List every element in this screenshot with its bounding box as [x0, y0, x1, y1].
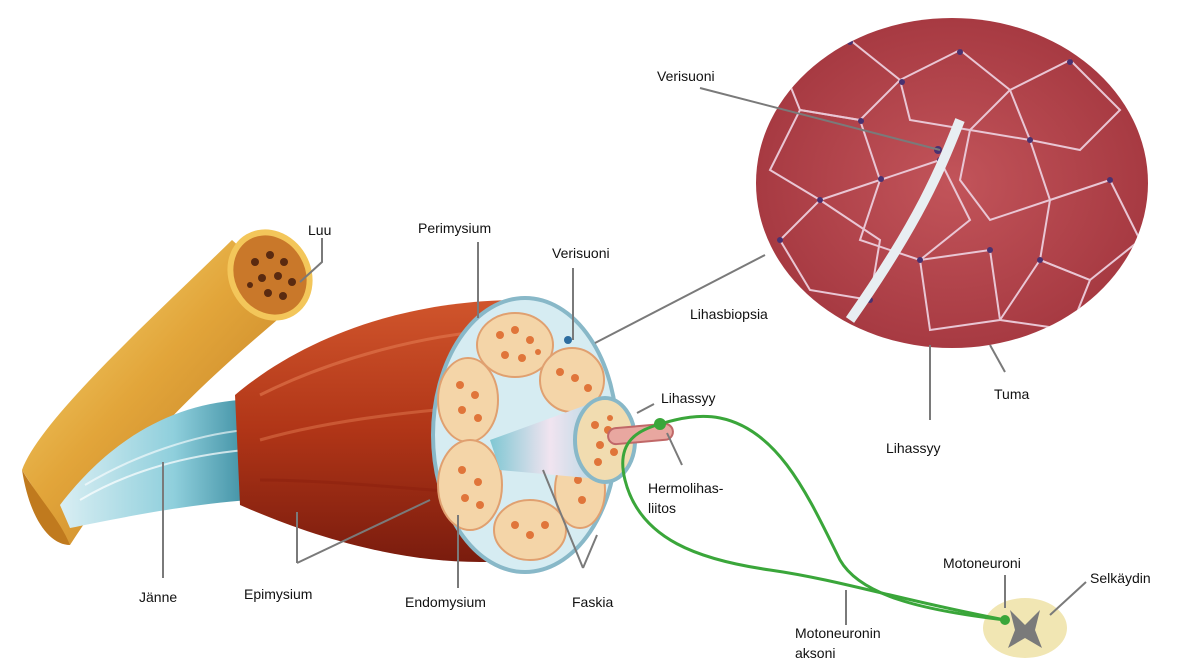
label-motoneuroni: Motoneuroni [943, 555, 1021, 572]
label-lihassyy-histo: Lihassyy [886, 440, 940, 457]
label-selkaydin: Selkäydin [1090, 570, 1151, 587]
label-epimysium: Epimysium [244, 586, 312, 603]
label-verisuoni-mid: Verisuoni [552, 245, 610, 262]
label-motoneuronin-line2: aksoni [795, 645, 835, 662]
label-faskia: Faskia [572, 594, 613, 611]
label-janne: Jänne [139, 589, 177, 606]
spinal-cord [983, 598, 1067, 658]
label-verisuoni-top: Verisuoni [657, 68, 715, 85]
label-hermolihas-line2: liitos [648, 500, 676, 517]
histology-biopsy [756, 18, 1148, 348]
label-perimysium: Perimysium [418, 220, 491, 237]
neuromuscular-junction-dot [654, 418, 666, 430]
label-hermolihas-line1: Hermolihas- [648, 480, 723, 497]
motoneuron-dot [1000, 615, 1010, 625]
label-motoneuronin-line1: Motoneuronin [795, 625, 881, 642]
motor-axon [623, 416, 1005, 620]
label-lihasbiopsia: Lihasbiopsia [690, 306, 768, 323]
label-endomysium: Endomysium [405, 594, 486, 611]
label-luu: Luu [308, 222, 331, 239]
label-tuma: Tuma [994, 386, 1029, 403]
label-lihassyy-fiber: Lihassyy [661, 390, 715, 407]
